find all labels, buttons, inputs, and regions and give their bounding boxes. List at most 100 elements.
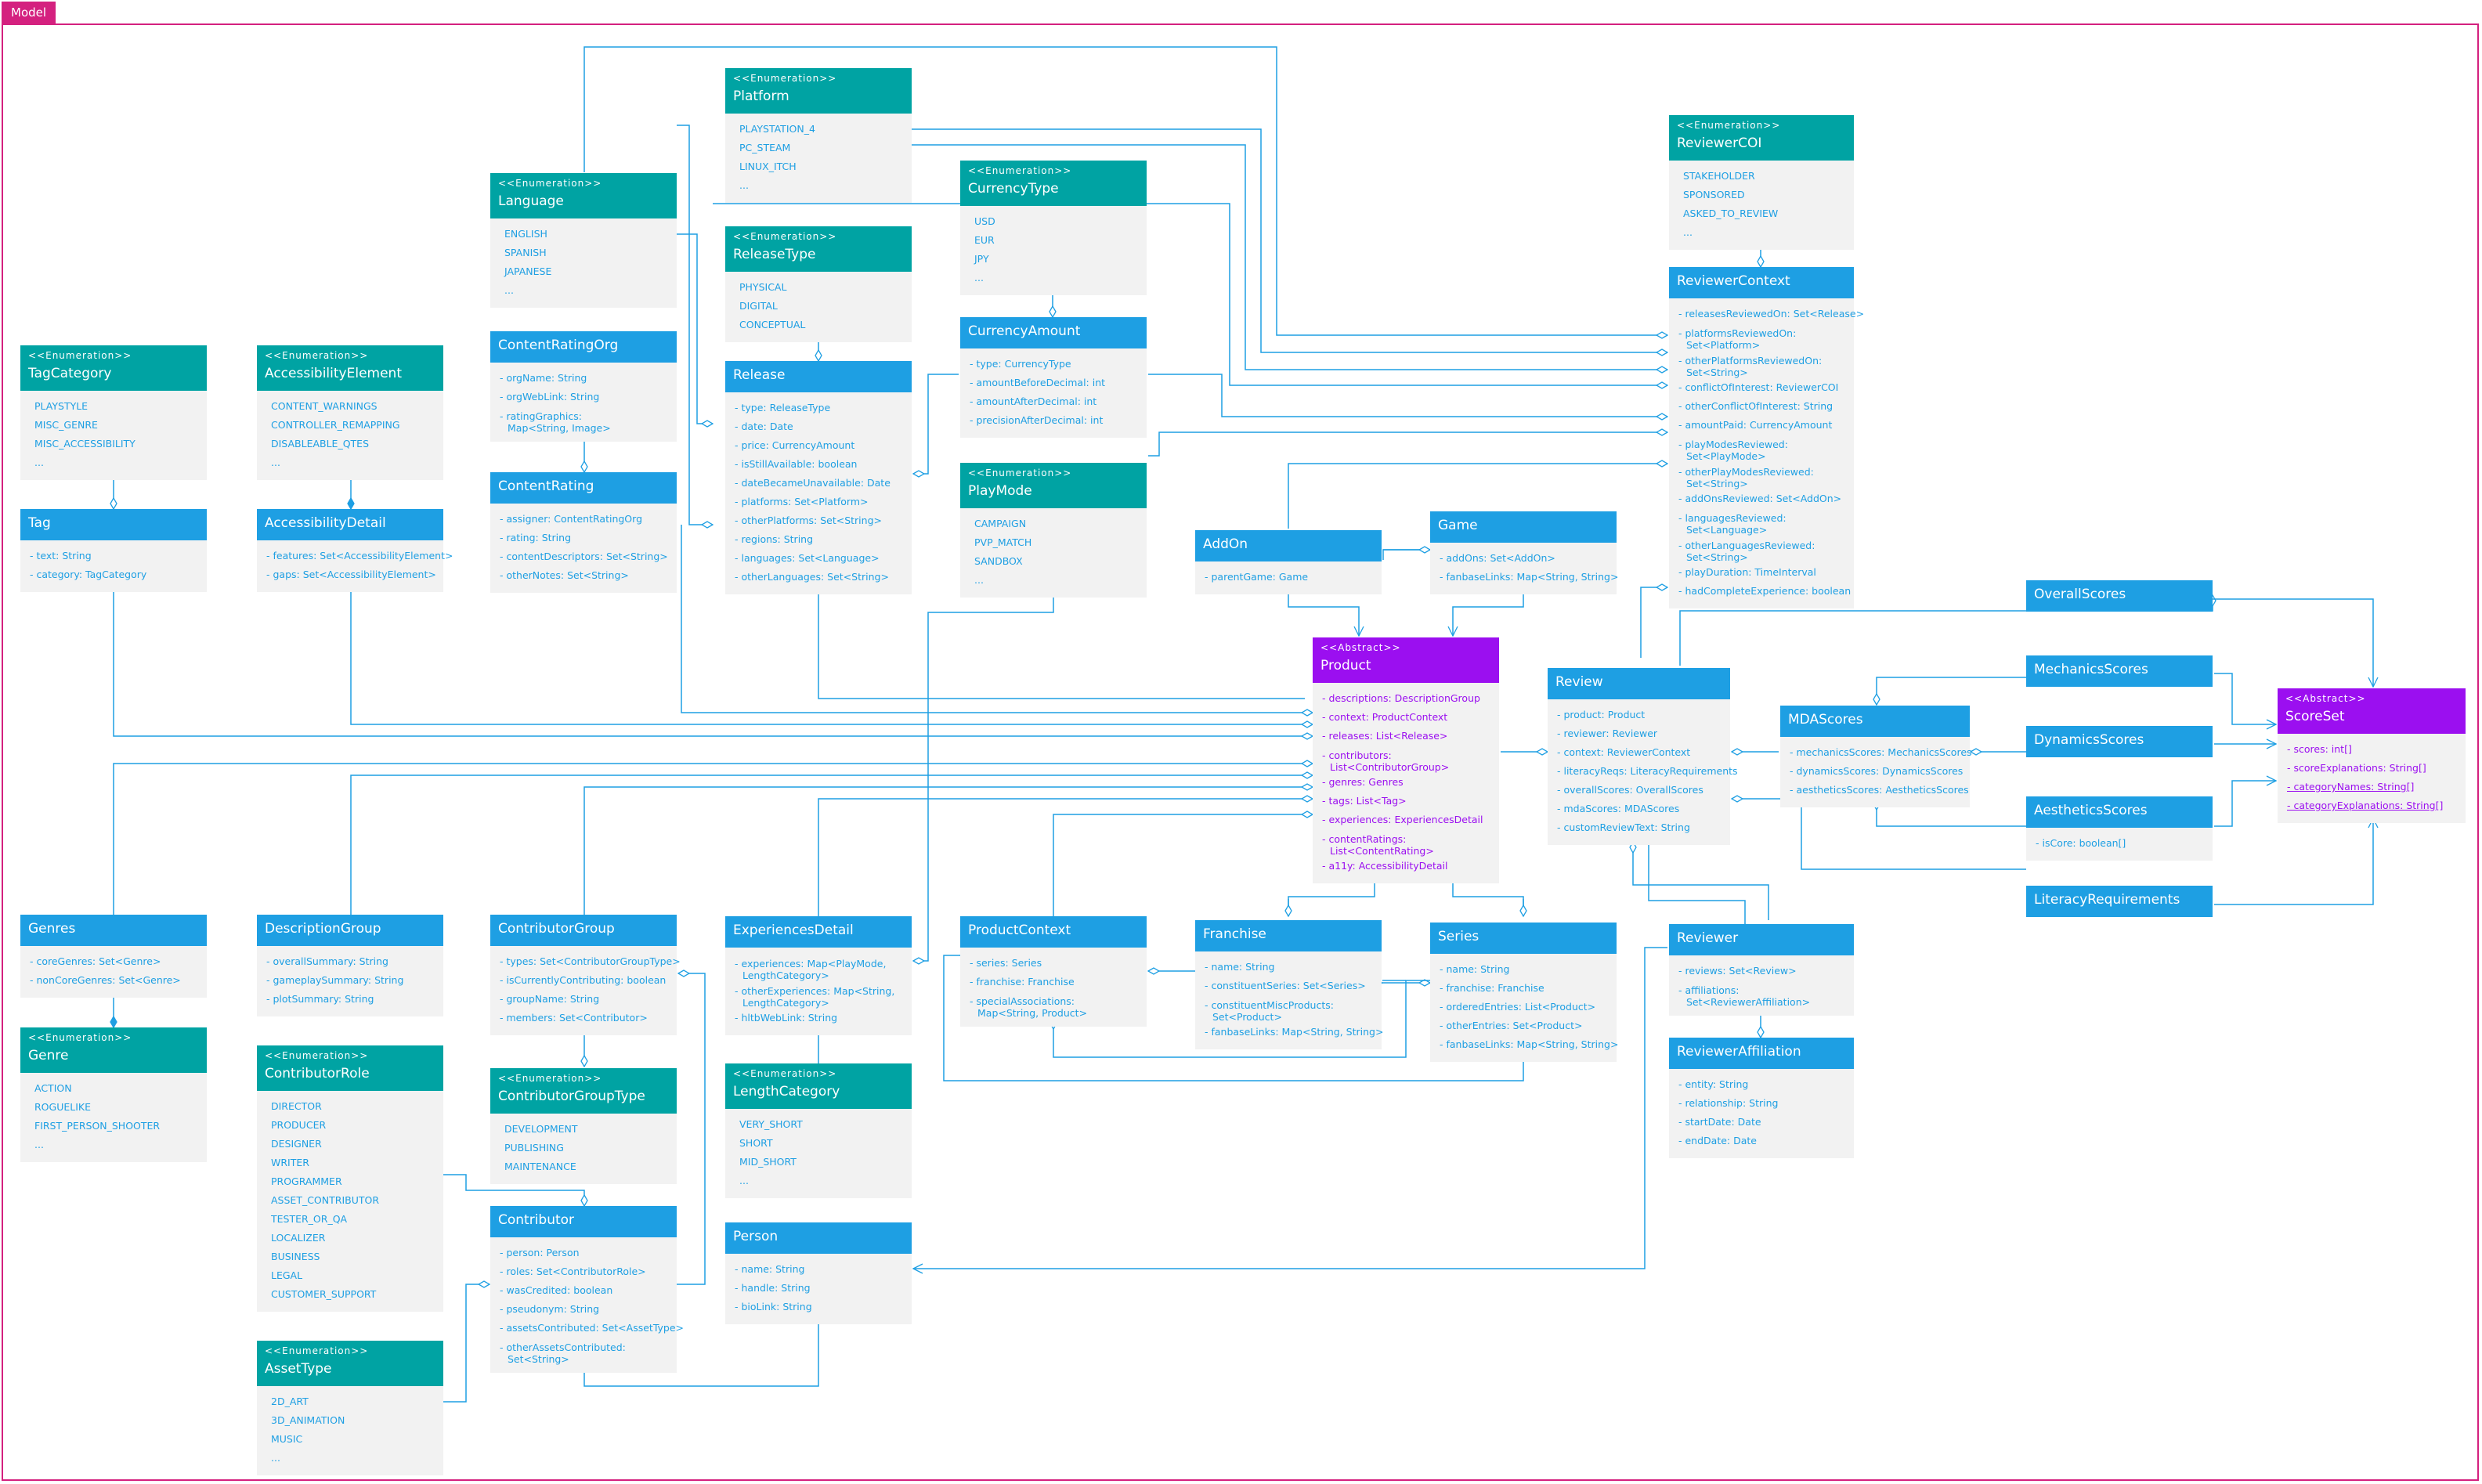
contentratingorg-body: - orgName: String- orgWebLink: String- r… (490, 363, 677, 442)
uml-contentrating[interactable]: ContentRating - assigner: ContentRatingOr… (490, 472, 677, 593)
uml-tag[interactable]: Tag- text: String- category: TagCategory (20, 509, 207, 592)
uml-review[interactable]: Review- product: Product- reviewer: Revi… (1548, 668, 1738, 845)
uml-genres[interactable]: Genres- coreGenres: Set<Genre>- nonCoreG… (20, 915, 207, 998)
attribute-row: - dynamicsScores: DynamicsScores (1790, 765, 1964, 777)
uml-aestheticsscores[interactable]: AestheticsScores- isCore: boolean[] (2026, 796, 2213, 861)
uml-revieweraffiliation[interactable]: ReviewerAffiliation- entity: String- rel… (1669, 1038, 1854, 1158)
uml-person[interactable]: Person- name: String- handle: String- bi… (725, 1222, 912, 1324)
attribute-row: - price: CurrencyAmount (735, 439, 855, 451)
reviewer-name: Reviewer (1677, 930, 1739, 946)
wire-context-series (1053, 980, 1430, 1058)
attribute-row: - assetsContributed: Set<AssetType> (500, 1322, 685, 1334)
attribute-row: - series: Series (970, 957, 1042, 969)
revieweraffiliation-body: - entity: String - relationship: String - … (1669, 1069, 1854, 1158)
contentrating-name: ContentRating (498, 478, 594, 494)
contributorgrouptype-stereotype: <<Enumeration>> (498, 1073, 602, 1084)
uml-franchise[interactable]: Franchise- name: String- constituentSeri… (1195, 920, 1383, 1049)
enum-literal: DISABLEABLE_QTES (271, 438, 370, 450)
attribute-row: - startDate: Date (1678, 1116, 1761, 1128)
uml-contributor[interactable]: Contributor- person: Person- roles: Set<… (490, 1206, 685, 1373)
enum-literal: LEGAL (271, 1269, 303, 1281)
accessibilitydetail-header: AccessibilityDetail (257, 509, 443, 540)
wire-platforms-context (912, 128, 1667, 352)
contentrating-body: - assigner: ContentRatingOrg- rating: St… (490, 504, 677, 593)
attribute-row: - gaps: Set<AccessibilityElement> (266, 569, 436, 580)
uml-experiencesdetail[interactable]: ExperiencesDetail- experiences: Map<Play… (725, 916, 912, 1035)
uml-reviewer[interactable]: Reviewer- reviews: Set<Review>- affiliat… (1669, 924, 1854, 1016)
enum-literal: MISC_GENRE (34, 419, 98, 431)
wire-reviewer-review (1648, 842, 1745, 924)
uml-mdascores[interactable]: MDAScores- mechanicsScores: MechanicsSco… (1780, 706, 1972, 807)
uml-scoreset[interactable]: <<Abstract>>ScoreSet- scores: int[]- sco… (2278, 688, 2466, 823)
mdascores-header: MDAScores (1780, 706, 1970, 737)
attribute-row: - text: String (30, 550, 92, 561)
enum-literal: ... (974, 272, 984, 283)
enum-literal: BUSINESS (271, 1251, 320, 1262)
attribute-row: - relationship: String (1678, 1097, 1779, 1109)
wire-playmode-experiences (913, 586, 1054, 961)
uml-dynamicsscores[interactable]: DynamicsScores (2026, 726, 2213, 757)
wire-platform-release (677, 125, 713, 525)
enum-literal: DEVELOPMENT (504, 1123, 578, 1135)
uml-release[interactable]: Release- type: ReleaseType- date: Date- … (725, 361, 912, 594)
enum-literal: STAKEHOLDER (1683, 170, 1755, 182)
attribute-row: - playModesReviewed: (1678, 439, 1788, 450)
attribute-row: - ratingGraphics: (500, 410, 582, 422)
enum-literal: SHORT (739, 1137, 773, 1149)
uml-series[interactable]: Series- name: String- franchise: Franchi… (1430, 923, 1618, 1062)
enum-literal: ACTION (34, 1082, 72, 1094)
uml-accessibilitydetail[interactable]: AccessibilityDetail- features: Set<Acces… (257, 509, 453, 592)
experiencesdetail-header: ExperiencesDetail (725, 916, 912, 948)
game-name: Game (1438, 518, 1478, 533)
overallscores-name: OverallScores (2034, 587, 2126, 602)
attribute-row: - date: Date (735, 421, 793, 432)
uml-literacyrequirements[interactable]: LiteracyRequirements (2026, 886, 2213, 917)
uml-overallscores[interactable]: OverallScores (2026, 580, 2213, 612)
contentratingorg-header: ContentRatingOrg (490, 331, 677, 363)
attribute-row: - hadCompleteExperience: boolean (1678, 585, 1852, 597)
enum-literal: DIGITAL (739, 300, 778, 312)
uml-product[interactable]: <<Abstract>>Product- descriptions: Descr… (1313, 637, 1499, 883)
reviewercontext-name: ReviewerContext (1677, 273, 1790, 289)
review-body: - product: Product- reviewer: Reviewer- … (1548, 699, 1738, 845)
attribute-row: - rating: String (500, 532, 572, 543)
attribute-row: - entity: String (1678, 1078, 1749, 1090)
series-header: Series (1430, 923, 1617, 954)
attribute-row: - groupName: String (500, 993, 600, 1005)
uml-reviewercontext[interactable]: ReviewerContext- releasesReviewedOn: Set… (1669, 267, 1864, 608)
literacyrequirements-header: LiteracyRequirements (2026, 886, 2213, 917)
enum-literal: JAPANESE (504, 265, 552, 277)
game-header: Game (1430, 511, 1617, 543)
uml-currencyamount[interactable]: CurrencyAmount- type: CurrencyType- amou… (960, 317, 1147, 438)
assettype-name: AssetType (265, 1361, 332, 1377)
uml-contributorgroup[interactable]: ContributorGroup- types: Set<Contributor… (490, 915, 681, 1035)
uml-mechanicsscores[interactable]: MechanicsScores (2026, 655, 2213, 687)
uml-addon[interactable]: AddOn- parentGame: Game (1195, 530, 1382, 594)
uml-game[interactable]: Game- addOns: Set<AddOn>- fanbaseLinks: … (1430, 511, 1618, 594)
playmode-header: <<Enumeration>>PlayMode (960, 463, 1147, 508)
enum-literal: TESTER_OR_QA (271, 1213, 348, 1225)
uml-productcontext[interactable]: ProductContext- series: Series- franchis… (960, 916, 1147, 1027)
enum-literal: ... (1683, 226, 1693, 238)
enum-literal: ENGLISH (504, 228, 547, 240)
uml-descriptiongroup[interactable]: DescriptionGroup- overallSummary: String… (257, 915, 443, 1016)
attribute-row: - pseudonym: String (500, 1303, 600, 1315)
uml-contentratingorg[interactable]: ContentRatingOrg- orgName: String- orgWe… (490, 331, 677, 442)
attribute-row: - addOns: Set<AddOn> (1440, 552, 1555, 564)
attribute-row: - literacyReqs: LiteracyRequirements (1557, 765, 1738, 777)
